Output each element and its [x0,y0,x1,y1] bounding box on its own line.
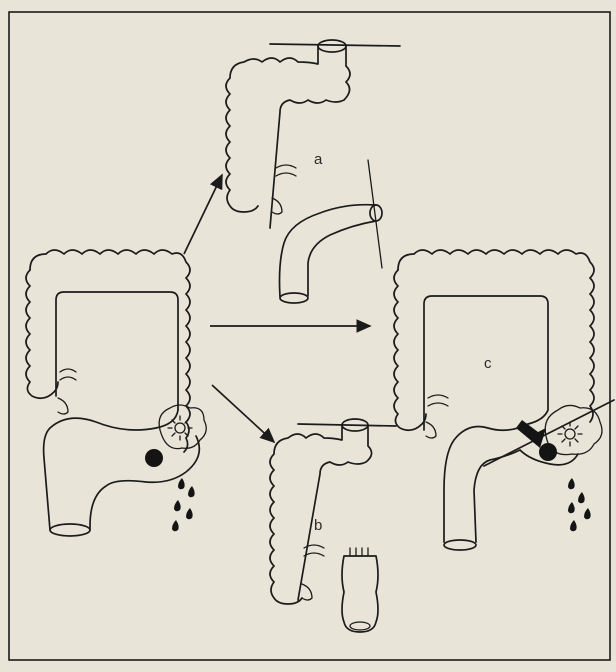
colon-option-b [270,419,396,632]
fecal-mass [145,449,163,467]
colon-option-a [226,40,400,303]
label-a: a [314,152,322,167]
arrow-into-sigmoid [516,420,546,448]
label-c: c [484,356,492,371]
fecal-mass-c [539,443,557,461]
fluid-drops-c [568,478,591,531]
fluid-drops [172,478,195,531]
colon-option-c [394,250,614,550]
arrow-to-b [212,385,274,442]
perforation-burst [159,405,206,449]
frame-border [9,12,610,660]
label-b: b [314,518,322,533]
arrow-to-a [184,175,222,254]
arrows [184,175,370,442]
colon-original [26,250,206,536]
